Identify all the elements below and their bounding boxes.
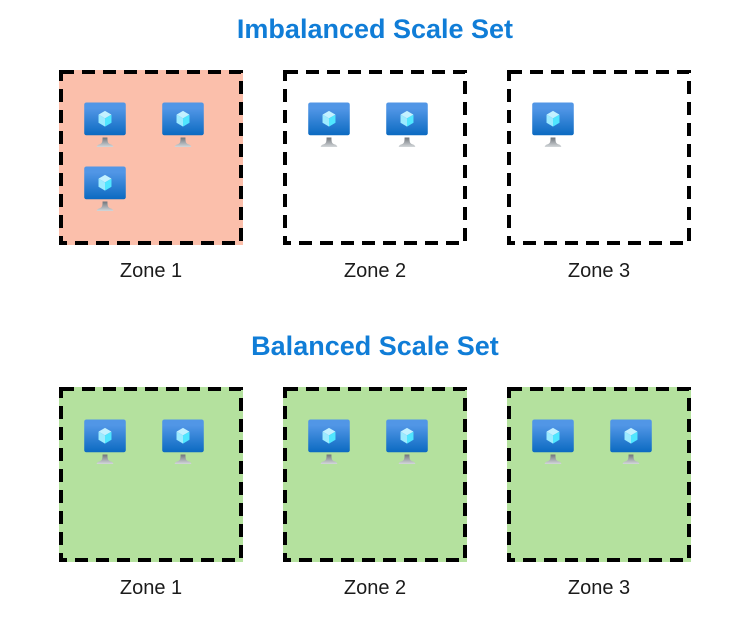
virtual-machine-icon: [609, 418, 653, 467]
virtual-machine-icon: [307, 101, 351, 150]
virtual-machine-icon: [531, 418, 575, 467]
virtual-machine-icon: [83, 101, 127, 150]
zone-box: [59, 70, 243, 245]
balanced-zone-row: Zone 1: [0, 387, 750, 600]
virtual-machine-icon: [161, 418, 205, 467]
zone-box: [507, 387, 691, 562]
virtual-machine-icon: [161, 101, 205, 150]
zone-box: [59, 387, 243, 562]
dashed-border: [507, 387, 691, 562]
zone-label: Zone 3: [567, 577, 631, 599]
zone-box: [283, 70, 467, 245]
virtual-machine-icon: [83, 165, 127, 214]
zone-label: Zone 3: [567, 260, 631, 282]
zone-label: Zone 1: [119, 260, 183, 282]
vm-area: [283, 387, 467, 562]
dashed-border: [59, 70, 243, 245]
zone-box: [283, 387, 467, 562]
dashed-border: [507, 70, 691, 245]
imbalanced-zone-3: Zone 3: [507, 70, 691, 283]
balanced-zone-1: Zone 1: [59, 387, 243, 600]
virtual-machine-icon: [385, 101, 429, 150]
imbalanced-section-title: Imbalanced Scale Set: [236, 14, 514, 44]
dashed-border: [283, 387, 467, 562]
virtual-machine-icon: [83, 418, 127, 467]
vm-area: [59, 387, 243, 562]
balanced-zone-3: Zone 3: [507, 387, 691, 600]
balanced-section-title: Balanced Scale Set: [251, 331, 499, 361]
imbalanced-zone-1: Zone 1: [59, 70, 243, 283]
imbalanced-zone-2: Zone 2: [283, 70, 467, 283]
vm-area: [507, 70, 691, 245]
vm-area: [283, 70, 467, 245]
virtual-machine-icon: [307, 418, 351, 467]
zone-label: Zone 1: [119, 577, 183, 599]
zone-label: Zone 2: [343, 577, 407, 599]
virtual-machine-icon: [531, 101, 575, 150]
zone-box: [507, 70, 691, 245]
vm-area: [507, 387, 691, 562]
virtual-machine-icon: [385, 418, 429, 467]
balanced-zone-2: Zone 2: [283, 387, 467, 600]
dashed-border: [59, 387, 243, 562]
dashed-border: [283, 70, 467, 245]
imbalanced-zone-row: Zone 1: [0, 70, 750, 283]
vm-area: [59, 70, 243, 245]
zone-label: Zone 2: [343, 260, 407, 282]
